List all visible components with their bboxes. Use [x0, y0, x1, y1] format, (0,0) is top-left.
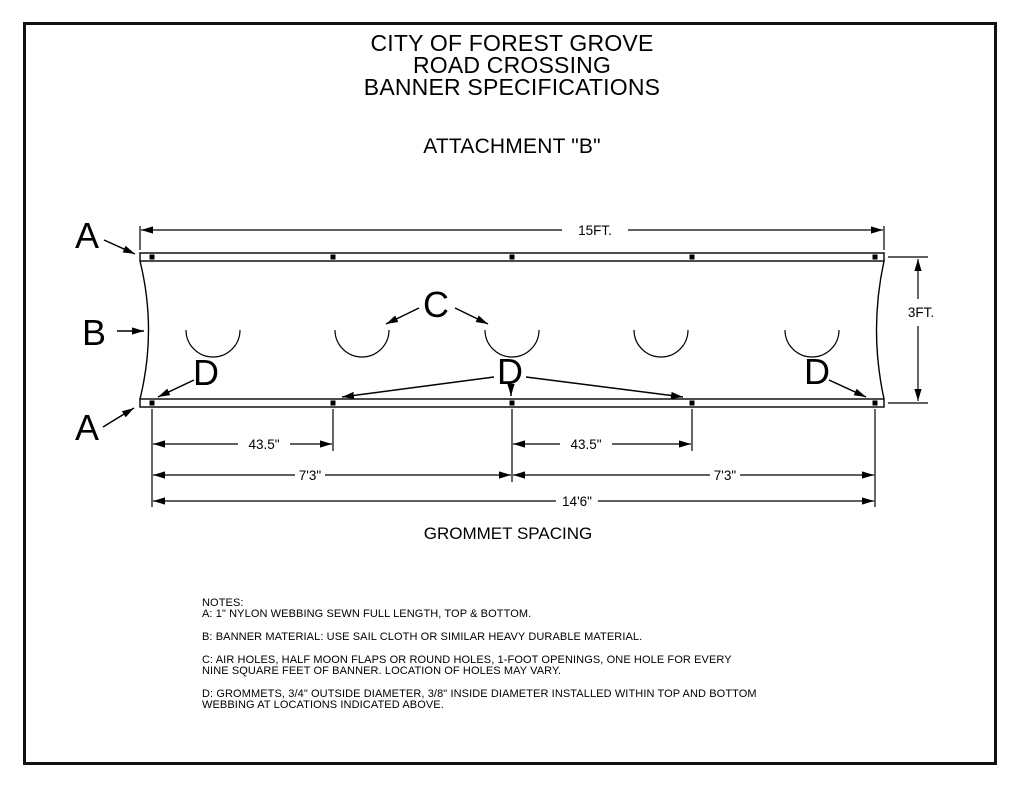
note-d-text-line1: D: GROMMETS, 3/4" OUTSIDE DIAMETER, 3/8"… — [202, 688, 757, 700]
grommet — [149, 400, 155, 406]
extension-lines — [151, 409, 876, 507]
callout-d-center-left-arrow — [341, 376, 495, 400]
note-c-text-line1: C: AIR HOLES, HALF MOON FLAPS OR ROUND H… — [202, 654, 732, 666]
dim-overall-label: 14'6" — [562, 494, 592, 509]
callout-c-left-arrow — [385, 307, 420, 325]
grommet — [872, 254, 878, 260]
dimension-banner-width: 15FT. — [139, 223, 885, 250]
dimension-half-left: 7'3" — [153, 468, 511, 483]
air-hole — [784, 329, 840, 358]
grommet — [330, 254, 336, 260]
callout-c: C — [423, 284, 449, 325]
dimension-banner-height: 3FT. — [888, 256, 934, 404]
callouts: A B A D C D D — [75, 215, 867, 448]
note-c: C: AIR HOLES, HALF MOON FLAPS OR ROUND H… — [202, 655, 862, 677]
note-b: B: BANNER MATERIAL: USE SAIL CLOTH OR SI… — [202, 632, 862, 643]
dim-banner-width-label: 15FT. — [578, 223, 612, 238]
air-hole — [185, 329, 241, 358]
attachment-title: ATTACHMENT "B" — [423, 135, 601, 158]
note-a-text: A: 1" NYLON WEBBING SEWN FULL LENGTH, TO… — [202, 608, 532, 620]
banner-left-edge — [139, 260, 150, 400]
grommet — [872, 400, 878, 406]
dim-half-left-label: 7'3" — [299, 468, 322, 483]
grommet — [689, 400, 695, 406]
callout-b: B — [82, 312, 106, 353]
callout-d-right: D — [804, 351, 830, 392]
callout-a-top: A — [75, 215, 99, 256]
grommets — [149, 254, 878, 406]
note-d-text-line2: WEBBING AT LOCATIONS INDICATED ABOVE. — [202, 699, 444, 711]
drawing-border — [23, 22, 997, 765]
grommet — [689, 254, 695, 260]
callout-d-left-arrow — [157, 379, 195, 398]
grommet — [330, 400, 336, 406]
grommet-spacing-caption: GROMMET SPACING — [424, 524, 592, 543]
callout-d-left: D — [193, 352, 219, 393]
dimension-overall: 14'6" — [153, 494, 874, 509]
title-line-1: CITY OF FOREST GROVE — [370, 30, 654, 56]
note-d: D: GROMMETS, 3/4" OUTSIDE DIAMETER, 3/8"… — [202, 689, 862, 711]
notes-block: NOTES: A: 1" NYLON WEBBING SEWN FULL LEN… — [202, 598, 862, 723]
dimension-grommet-right: 43.5" — [513, 437, 691, 452]
air-hole — [633, 329, 689, 358]
title-line-2: ROAD CROSSING — [412, 52, 612, 78]
grommet — [149, 254, 155, 260]
dim-grommet-left-label: 43.5" — [248, 437, 279, 452]
banner-outline — [139, 252, 885, 408]
title-block: CITY OF FOREST GROVE ROAD CROSSING BANNE… — [0, 30, 1024, 100]
callout-d-center: D — [497, 351, 523, 392]
bottom-webbing — [139, 398, 885, 408]
notes-heading: NOTES: — [202, 597, 244, 609]
title-line-3: BANNER SPECIFICATIONS — [363, 74, 661, 100]
banner-right-edge — [875, 260, 885, 400]
dimension-half-right: 7'3" — [513, 468, 874, 483]
grommet — [509, 254, 515, 260]
air-hole — [484, 329, 540, 358]
callout-d-center-right-arrow — [525, 376, 684, 400]
dimension-grommet-left: 43.5" — [153, 437, 332, 452]
air-holes — [185, 329, 840, 358]
callout-c-right-arrow — [454, 307, 489, 325]
note-c-text-line2: NINE SQUARE FEET OF BANNER. LOCATION OF … — [202, 665, 562, 677]
callout-a-top-arrow — [103, 239, 136, 255]
callout-a-bottom: A — [75, 407, 99, 448]
dim-grommet-right-label: 43.5" — [570, 437, 601, 452]
grommet — [509, 400, 515, 406]
note-b-text: B: BANNER MATERIAL: USE SAIL CLOTH OR SI… — [202, 631, 643, 643]
callout-d-right-arrow — [828, 379, 867, 398]
banner-diagram: 15FT. 3FT. 43.5" 43.5" — [75, 215, 934, 543]
dim-half-right-label: 7'3" — [714, 468, 737, 483]
air-hole — [334, 329, 390, 358]
top-webbing — [139, 252, 885, 262]
callout-a-bottom-arrow — [102, 407, 135, 428]
note-a: NOTES: A: 1" NYLON WEBBING SEWN FULL LEN… — [202, 598, 862, 620]
dim-banner-height-label: 3FT. — [908, 305, 934, 320]
